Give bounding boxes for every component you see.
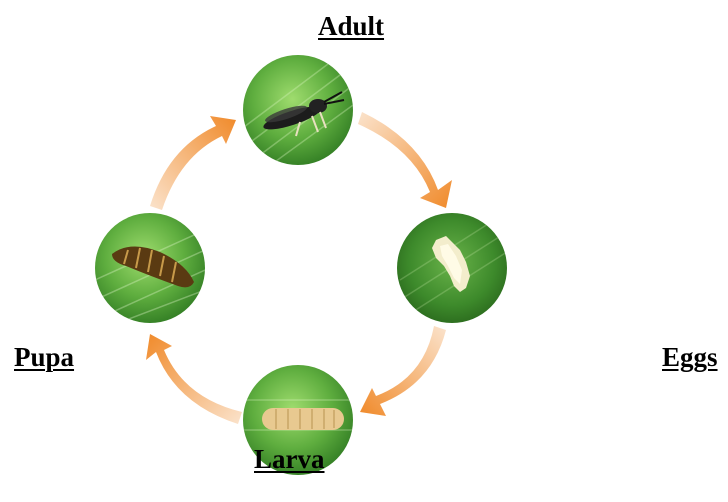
arrow-larva-to-pupa — [146, 334, 242, 424]
larva-icon — [262, 408, 344, 430]
adult-label: Adult — [318, 13, 384, 40]
arrow-adult-to-eggs — [358, 112, 452, 208]
larva-label: Larva — [254, 446, 325, 473]
eggs-label: Eggs — [662, 344, 718, 371]
arrow-pupa-to-adult — [150, 116, 236, 210]
eggs-image — [397, 210, 510, 323]
pupa-image — [95, 213, 205, 330]
adult-image — [240, 40, 360, 180]
arrow-eggs-to-larva — [360, 326, 446, 416]
pupa-label: Pupa — [14, 344, 74, 371]
